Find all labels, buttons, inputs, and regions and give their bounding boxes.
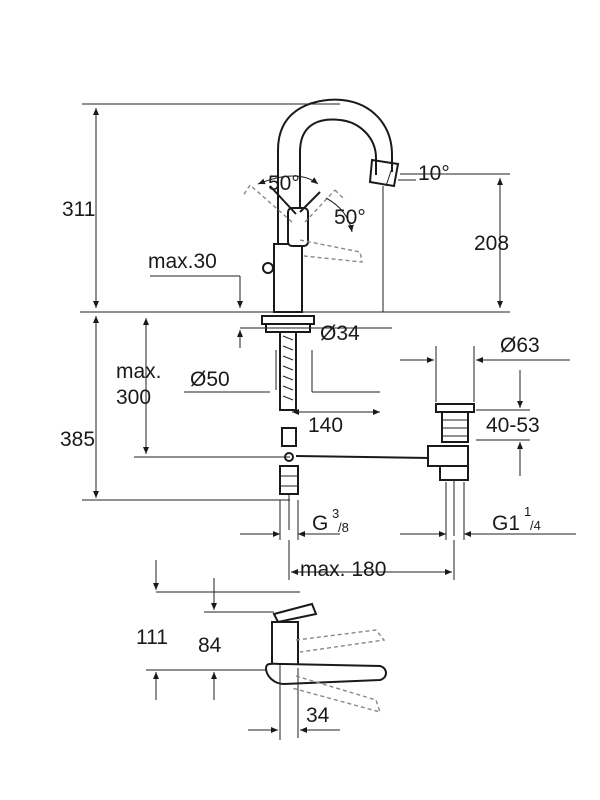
label-below-deck-max-2: 300 (116, 386, 151, 409)
label-supply-thread-sup: 3 (332, 506, 339, 521)
dim-deck-thickness: max.30 (148, 250, 243, 348)
label-waste-thread-prefix: G1 (492, 512, 520, 535)
label-supply-thread-prefix: G (312, 512, 328, 535)
dim-angles: 50° 50° 10° (257, 162, 450, 233)
dim-below-deck-total: 385 (60, 316, 290, 501)
label-waste-diameter: Ø63 (500, 334, 540, 357)
waste-assembly (427, 403, 475, 536)
dim-shank-diameter: Ø34 (240, 322, 392, 345)
dim-waste-offset: max. 180 (288, 540, 455, 581)
dim-hole-diameter: Ø50 (184, 350, 380, 393)
label-supply-thread-sub: /8 (338, 520, 349, 535)
label-lever-height: 111 (136, 626, 168, 649)
label-total-height: 311 (62, 198, 95, 221)
dim-supply-thread: G 3 /8 (240, 500, 349, 540)
label-waste-thread-sup: 1 (524, 504, 531, 519)
label-body-height: 84 (198, 634, 222, 657)
dim-waste-height: 40-53 (476, 370, 540, 476)
dim-body-height: 84 (198, 578, 274, 700)
dim-lever-depth: 34 (248, 704, 340, 733)
label-aerator-angle: 10° (418, 162, 450, 185)
label-reach: 140 (308, 414, 343, 437)
dim-lever-height: 111 (136, 560, 300, 700)
dim-waste-thread: G1 1 /4 (400, 482, 576, 540)
faucet-side-view (264, 602, 387, 740)
label-spout-height: 208 (474, 232, 509, 255)
label-waste-height: 40-53 (486, 414, 540, 437)
dim-total-height: 311 (62, 103, 340, 308)
label-shank-diameter: Ø34 (320, 322, 360, 345)
label-angle-right: 50° (334, 206, 366, 229)
below-deck-assembly (261, 315, 431, 530)
label-below-deck-total: 385 (60, 428, 95, 451)
dim-waste-diameter: Ø63 (400, 334, 570, 402)
label-lever-depth: 34 (306, 704, 330, 727)
dim-below-deck-max: max. 300 (116, 318, 290, 458)
label-hole-diameter: Ø50 (190, 368, 230, 391)
dim-reach: 140 (292, 409, 380, 437)
label-deck-thickness: max.30 (148, 250, 217, 273)
label-below-deck-max-1: max. (116, 360, 162, 383)
label-angle-left: 50° (268, 172, 300, 195)
dim-spout-height: 208 (400, 173, 510, 308)
faucet-body (242, 98, 400, 313)
label-waste-offset: max. 180 (300, 558, 386, 581)
label-waste-thread-sub: /4 (530, 518, 541, 533)
